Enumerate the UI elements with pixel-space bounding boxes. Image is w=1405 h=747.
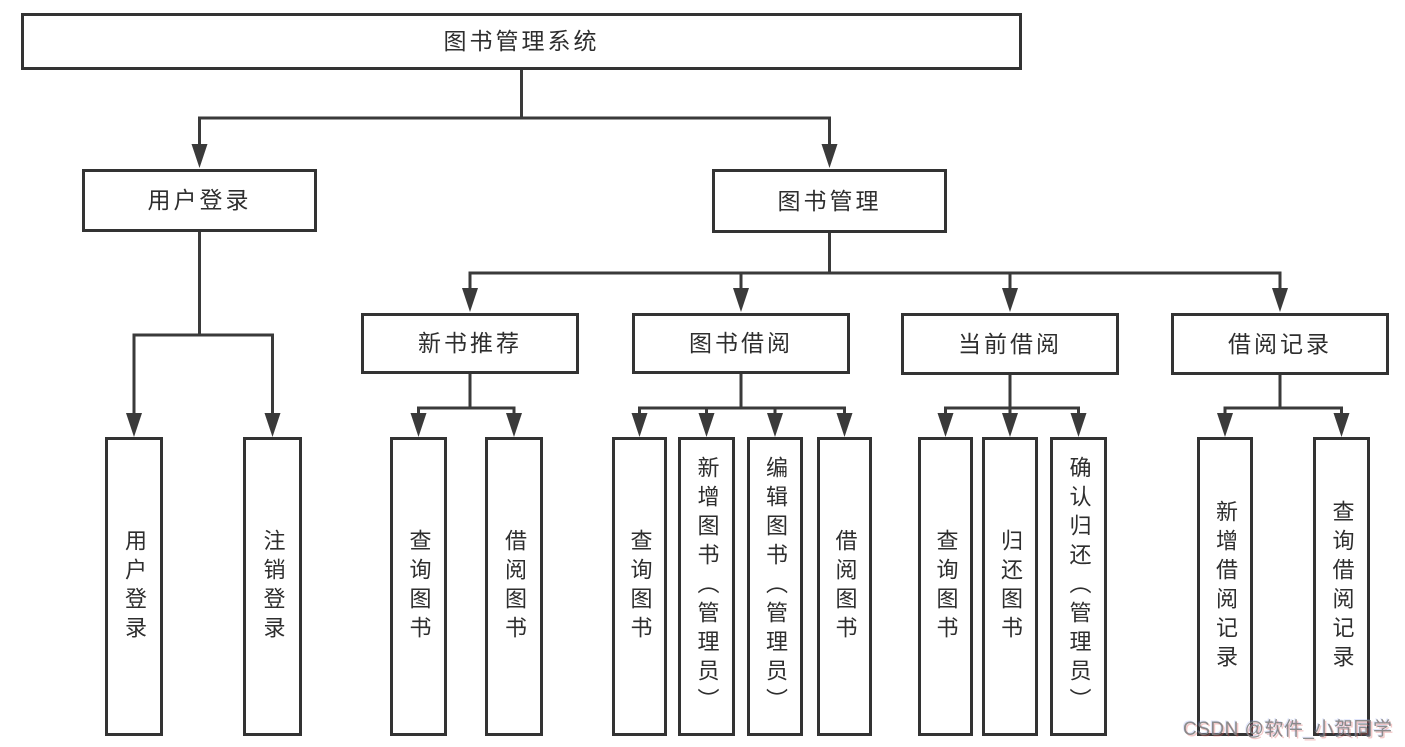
connector-current-borrow-to-leaves xyxy=(944,374,1080,414)
arrow-down-icon xyxy=(1002,413,1018,437)
node-user-login-label: 用户登录 xyxy=(147,187,252,213)
arrow-down-icon xyxy=(1333,413,1350,437)
leaf-label: 借阅图书 xyxy=(502,528,527,645)
node-current-borrow: 当前借阅 xyxy=(901,313,1119,375)
watermark: CSDN @软件_小贺同学 xyxy=(1183,719,1393,740)
arrow-down-icon xyxy=(631,413,648,437)
leaf-label: 借阅图书 xyxy=(832,528,858,645)
node-current-borrow-label: 当前借阅 xyxy=(958,330,1062,357)
node-root-label: 图书管理系统 xyxy=(443,28,600,54)
node-book-management: 图书管理 xyxy=(712,169,947,233)
node-new-book-recommend-label: 新书推荐 xyxy=(418,330,522,356)
leaf-label: 注销登录 xyxy=(260,528,286,645)
node-borrow-records: 借阅记录 xyxy=(1171,313,1389,375)
leaf-edit-books-admin: 编辑图书（管理员） xyxy=(747,437,803,736)
leaf-query-books-1: 查询图书 xyxy=(390,437,447,736)
leaf-label: 查询图书 xyxy=(933,528,959,645)
node-user-login: 用户登录 xyxy=(82,169,317,232)
arrow-down-icon xyxy=(1002,288,1018,312)
leaf-label: 编辑图书（管理员） xyxy=(763,456,788,717)
arrow-down-icon xyxy=(410,413,427,437)
arrow-down-icon xyxy=(1272,288,1288,312)
leaf-user-login: 用户登录 xyxy=(105,437,163,736)
node-book-borrow: 图书借阅 xyxy=(632,313,850,374)
arrow-down-icon xyxy=(462,288,478,312)
arrow-down-icon xyxy=(836,413,853,437)
leaf-label: 确认归还（管理员） xyxy=(1066,456,1092,717)
node-root: 图书管理系统 xyxy=(21,13,1022,70)
arrow-down-icon xyxy=(767,413,783,437)
connector-new-book-recommend-to-leaves xyxy=(417,374,516,414)
arrow-down-icon xyxy=(698,413,715,437)
arrow-down-icon xyxy=(1070,413,1087,437)
arrow-down-icon xyxy=(821,144,838,168)
arrow-down-icon xyxy=(937,413,954,437)
leaf-label: 查询图书 xyxy=(406,528,432,645)
connector-root-to-level2 xyxy=(198,70,831,146)
leaf-borrow-books-1: 借阅图书 xyxy=(485,437,543,736)
arrow-down-icon xyxy=(126,413,142,437)
leaf-label: 查询借阅记录 xyxy=(1329,499,1355,674)
leaf-add-books-admin: 新增图书（管理员） xyxy=(678,437,735,736)
leaf-label: 查询图书 xyxy=(627,528,653,645)
leaf-logout: 注销登录 xyxy=(243,437,302,736)
leaf-label: 新增借阅记录 xyxy=(1213,499,1238,674)
arrow-down-icon xyxy=(264,413,281,437)
node-new-book-recommend: 新书推荐 xyxy=(361,313,579,374)
node-borrow-records-label: 借阅记录 xyxy=(1228,330,1332,357)
leaf-label: 归还图书 xyxy=(998,528,1023,645)
leaf-query-books-3: 查询图书 xyxy=(918,437,973,736)
node-book-borrow-label: 图书借阅 xyxy=(689,330,793,356)
leaf-label: 新增图书（管理员） xyxy=(694,456,720,717)
connector-book-management-to-groups xyxy=(468,233,1282,290)
leaf-query-borrow-record: 查询借阅记录 xyxy=(1313,437,1370,736)
connector-borrow-records-to-leaves xyxy=(1223,374,1343,414)
connector-user-login-to-leaves xyxy=(132,232,274,414)
arrow-down-icon xyxy=(191,144,208,168)
arrow-down-icon xyxy=(506,413,522,437)
leaf-borrow-books-2: 借阅图书 xyxy=(817,437,872,736)
leaf-label: 用户登录 xyxy=(122,528,147,645)
leaf-query-books-2: 查询图书 xyxy=(612,437,667,736)
arrow-down-icon xyxy=(733,288,749,312)
connector-book-borrow-to-leaves xyxy=(638,374,846,414)
node-book-management-label: 图书管理 xyxy=(777,187,882,214)
leaf-add-borrow-record: 新增借阅记录 xyxy=(1197,437,1253,736)
arrowheads xyxy=(126,144,1350,437)
leaf-return-books: 归还图书 xyxy=(982,437,1038,736)
arrow-down-icon xyxy=(1217,413,1233,437)
leaf-confirm-return-admin: 确认归还（管理员） xyxy=(1050,437,1107,736)
